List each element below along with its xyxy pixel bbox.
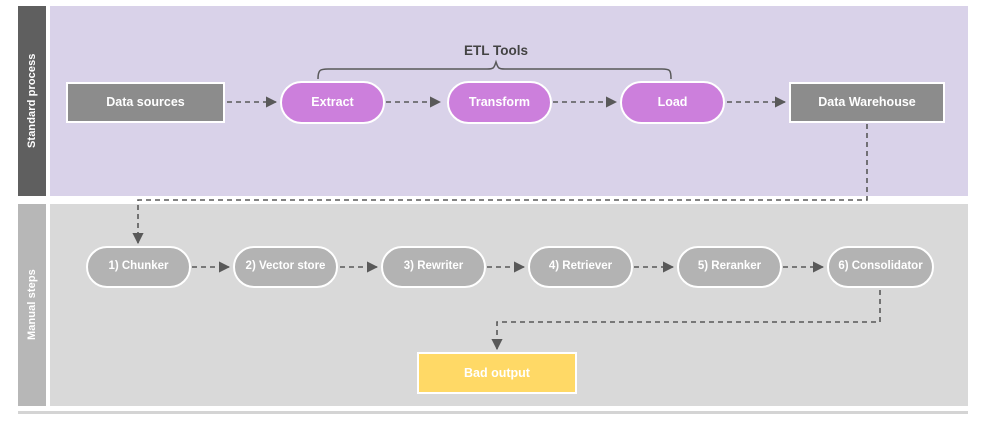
node-data-sources[interactable]: Data sources: [66, 82, 225, 123]
lane-label-standard-process: Standard process: [18, 6, 46, 196]
node-reranker[interactable]: 5) Reranker: [677, 246, 782, 288]
node-load[interactable]: Load: [620, 81, 725, 124]
node-bad-output[interactable]: Bad output: [417, 352, 577, 394]
node-rewriter[interactable]: 3) Rewriter: [381, 246, 486, 288]
node-transform[interactable]: Transform: [447, 81, 552, 124]
node-data-warehouse[interactable]: Data Warehouse: [789, 82, 945, 123]
etl-tools-label: ETL Tools: [464, 43, 528, 58]
node-vector-store[interactable]: 2) Vector store: [233, 246, 338, 288]
node-consolidator[interactable]: 6) Consolidator: [827, 246, 934, 288]
node-retriever[interactable]: 4) Retriever: [528, 246, 633, 288]
lane-label-manual-steps: Manual steps: [18, 204, 46, 406]
node-extract[interactable]: Extract: [280, 81, 385, 124]
bottom-divider: [18, 411, 968, 414]
node-chunker[interactable]: 1) Chunker: [86, 246, 191, 288]
